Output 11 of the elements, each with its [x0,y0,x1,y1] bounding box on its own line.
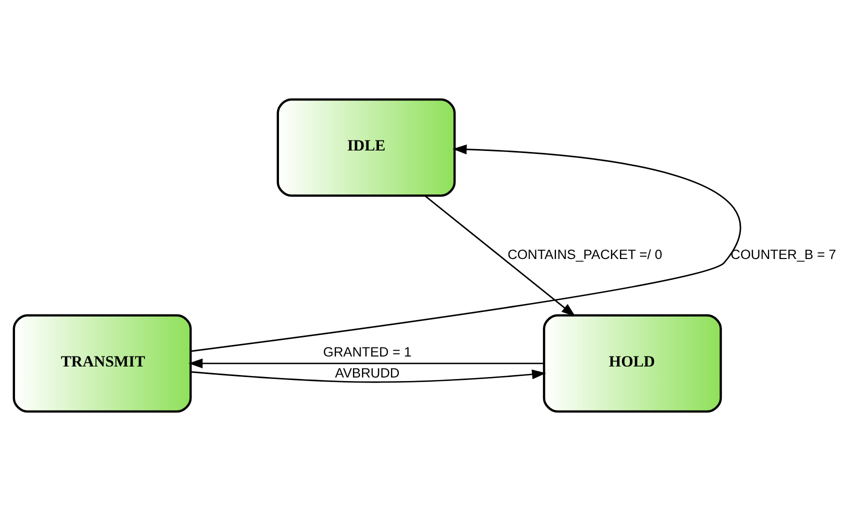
arrow [424,194,576,316]
edge-label: CONTAINS_PACKET =/ 0 [507,246,662,262]
node-box: IDLE [276,98,456,196]
arrow [190,368,546,382]
node-box: TRANSMIT [12,314,192,412]
edge-label: COUNTER_B = 7 [730,246,836,262]
edge-label: AVBRUDD [334,365,400,380]
arrow [188,358,544,368]
node-box: HOLD [542,314,722,412]
arrow [190,144,740,352]
edge-label: GRANTED = 1 [322,344,411,359]
